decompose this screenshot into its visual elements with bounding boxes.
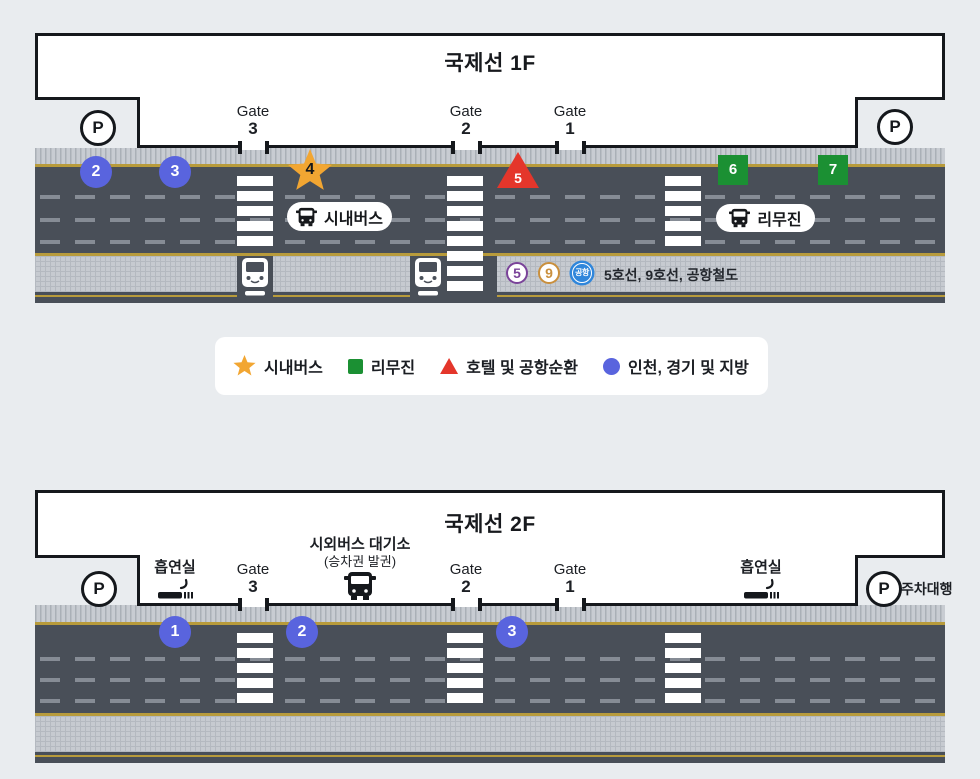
legend-item-limousine: 리무진 [347,354,416,378]
f1-yellow-line-bottom [35,253,945,256]
f2-gate3-opening [240,601,266,607]
f2-gate3-label: Gate [236,561,270,578]
f2-title: 국제선 2F [444,513,536,536]
f2-gate1-opening [557,601,583,607]
gate-tick [555,141,559,154]
bus-stop-icon [242,258,268,296]
f1-gate3-number: 3 [248,119,258,138]
gate-tick [478,598,482,611]
f1-stop-7: 7 [818,155,848,185]
f2-gate3-number: 3 [248,577,258,596]
f1-stop-3: 3 [159,156,191,188]
legend-item-hotel-shuttle: 호텔 및 공항순환 [440,354,578,378]
f2-gate2-number: 2 [461,577,471,596]
gate-tick [238,141,242,154]
city-bus-label: 시내버스 [324,210,383,228]
f2-gate2-label: Gate [449,561,483,578]
limousine-pill: 리무진 [716,204,815,232]
f2-lane-dashes [40,699,940,703]
legend-label: 리무진 [370,360,416,377]
gate-tick [265,598,269,611]
square-icon [347,358,363,374]
gate-tick [265,141,269,154]
f2-stop-3: 3 [496,616,528,648]
bus-stop-icon [415,258,441,296]
f1-gate1-label: Gate [553,103,587,120]
parking-icon: P [81,571,117,607]
city-bus-pill: 시내버스 [287,202,392,231]
f2-stop-1: 1 [159,616,191,648]
f2-crosswalk-gate2 [447,633,483,708]
bus-front-icon [344,572,376,600]
subway-caption: 5호선, 9호선, 공항철도 [604,267,739,283]
f2-yellow-line-top [35,622,945,625]
intercity-bus-sublabel: (승차권 발권) [323,554,397,569]
gate-tick [451,598,455,611]
legend-label: 호텔 및 공항순환 [466,360,578,377]
f2-yellow-line-bottom [35,713,945,716]
gate-tick [582,141,586,154]
parking-icon: P [866,571,902,607]
subway-line5-badge: 5 [506,262,528,284]
legend: 시내버스 리무진 호텔 및 공항순환 인천, 경기 및 지방 [215,337,768,395]
legend-label: 인천, 경기 및 지방 [628,360,749,377]
f1-crosswalk-right [665,176,701,250]
f1-lane-dashes [40,240,940,244]
stop-number: 4 [305,161,315,178]
subway-line9-badge: 9 [538,262,560,284]
f2-gate1-label: Gate [553,561,587,578]
cigarette-icon [744,578,779,599]
f2-far-lane [35,752,945,763]
parking-icon: P [80,110,116,146]
circle-icon [603,357,620,375]
f1-gate2-opening [453,144,479,150]
triangle-icon [440,358,459,374]
f2-gate2-opening [453,601,479,607]
f1-lane-dashes [40,218,940,222]
f1-title: 국제선 1F [444,52,536,75]
f1-sidewalk [35,148,945,164]
f1-crosswalk-gate3 [237,176,273,250]
valet-parking-label: 주차대행 [901,581,953,597]
f1-lane-dashes [40,195,940,199]
f1-gate1-number: 1 [565,119,575,138]
stop-number: 5 [514,170,522,186]
gate-tick [478,141,482,154]
legend-item-regional: 인천, 경기 및 지방 [603,354,749,378]
cigarette-icon [158,578,193,599]
star-icon [233,355,256,376]
legend-item-city-bus: 시내버스 [233,354,323,378]
f2-crosswalk-right [665,633,701,708]
f2-lane-dashes [40,678,940,682]
f1-gate3-label: Gate [236,103,270,120]
gate-tick [555,598,559,611]
f2-crosswalk-gate3 [237,633,273,708]
f2-gate1-number: 1 [565,577,575,596]
f1-gate1-opening [557,144,583,150]
smoking-room-label: 흡연실 [740,559,782,576]
smoking-room-label: 흡연실 [154,559,196,576]
f1-gate3-opening [240,144,266,150]
f2-sidewalk [35,605,945,622]
f2-stop-2: 2 [286,616,318,648]
subway-airport-badge: 공항 [572,263,592,283]
f2-median-island [35,716,945,752]
f1-gate2-number: 2 [461,119,471,138]
gate-tick [451,141,455,154]
f1-stop-2: 2 [80,156,112,188]
bus-front-icon [296,207,318,226]
f1-crosswalk-gate2 [447,176,483,292]
f1-yellow-line-top [35,164,945,167]
f2-lane-dashes [40,657,940,661]
intercity-bus-label: 시외버스 대기소 [309,536,411,553]
f1-stop-6: 6 [718,155,748,185]
gate-tick [582,598,586,611]
limousine-label: 리무진 [757,212,802,229]
bus-front-icon [729,208,751,228]
legend-label: 시내버스 [264,360,323,377]
f1-gate2-label: Gate [449,103,483,120]
gate-tick [238,598,242,611]
parking-icon: P [877,109,913,145]
